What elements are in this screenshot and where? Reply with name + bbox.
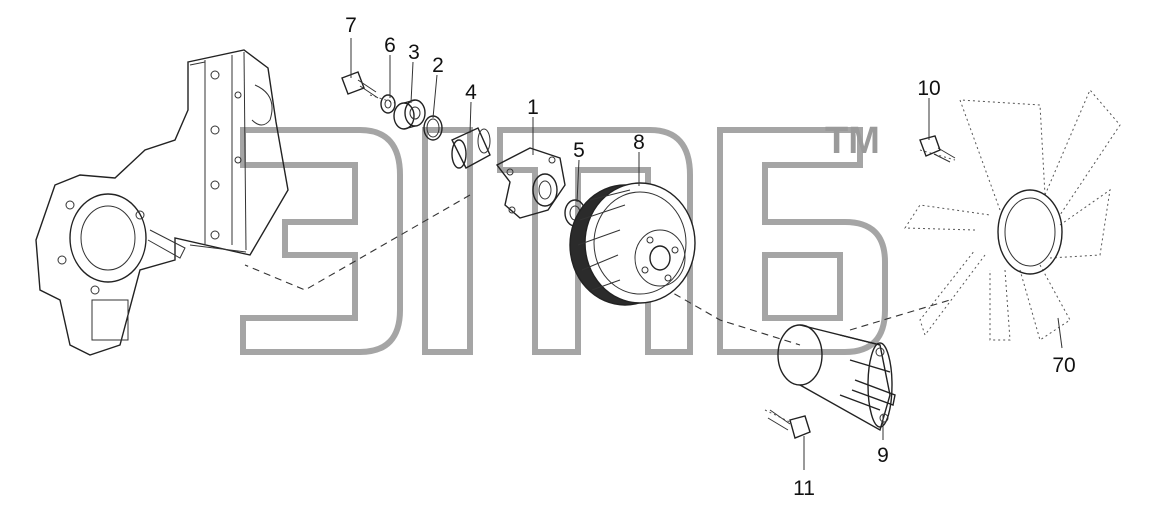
callout-3: 3 bbox=[408, 41, 420, 64]
fan-70 bbox=[904, 89, 1121, 341]
washer-6 bbox=[380, 94, 396, 114]
watermark-logo: TM bbox=[240, 120, 888, 355]
idler-bracket-1 bbox=[495, 147, 566, 219]
shaft-4 bbox=[451, 127, 491, 169]
callout-11: 11 bbox=[793, 477, 815, 500]
callout-7: 7 bbox=[345, 14, 357, 37]
fan-spacer-9 bbox=[777, 324, 896, 432]
engine-front-cover bbox=[35, 49, 289, 356]
leader-lines bbox=[350, 38, 1063, 470]
callout-9: 9 bbox=[877, 444, 889, 467]
callout-8: 8 bbox=[633, 131, 645, 154]
callout-2: 2 bbox=[432, 54, 444, 77]
callout-4: 4 bbox=[465, 81, 477, 104]
trademark-symbol: TM bbox=[825, 120, 880, 162]
bolt-11 bbox=[767, 409, 811, 439]
callout-6: 6 bbox=[384, 34, 396, 57]
bearing-3 bbox=[393, 99, 426, 130]
callout-5: 5 bbox=[573, 139, 585, 162]
pulley-8 bbox=[569, 182, 696, 306]
callout-10: 10 bbox=[917, 77, 940, 100]
callout-1: 1 bbox=[527, 96, 539, 119]
bolt-10 bbox=[919, 135, 956, 163]
callout-labels: 7 6 3 2 4 1 5 8 10 70 9 11 bbox=[345, 14, 1076, 500]
bolt-7 bbox=[341, 71, 379, 99]
callout-70: 70 bbox=[1052, 354, 1075, 377]
